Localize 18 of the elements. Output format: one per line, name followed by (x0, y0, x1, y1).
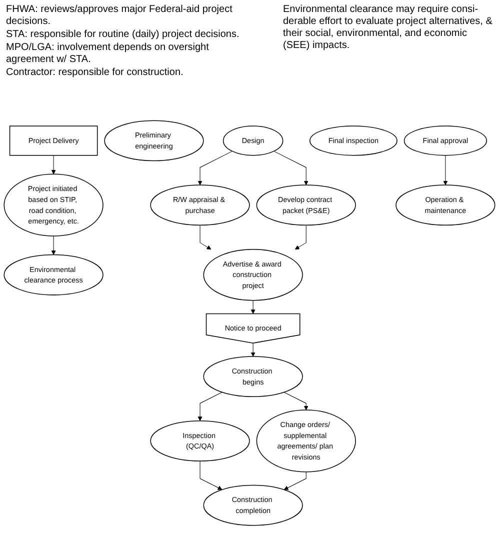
note-text: Environmental clearance may require consi-derable effort to evaluate project alternatives, & their social, environmental, and economic (SEE) impacts. (283, 4, 493, 52)
arrow (250, 300, 256, 314)
arrow (200, 460, 222, 490)
arrow (198, 392, 222, 422)
arrow (200, 224, 212, 250)
arrow (250, 342, 256, 357)
note-text: MPO/LGA: involvement depends on oversight agreement w/ STA. (6, 42, 210, 66)
arrow (51, 155, 56, 174)
note-text: STA: responsible for routine (daily) project decisions. (6, 29, 240, 41)
arrow (443, 155, 448, 186)
arrow (284, 472, 306, 490)
arrow (198, 150, 233, 186)
arrow (51, 236, 56, 255)
arrow (274, 150, 308, 186)
arrow (284, 392, 308, 410)
arrow (294, 224, 306, 250)
note-text: FHWA: reviews/approves major Federal-aid project decisions. (6, 4, 234, 28)
note-text: Contractor: responsible for construction. (6, 67, 184, 79)
